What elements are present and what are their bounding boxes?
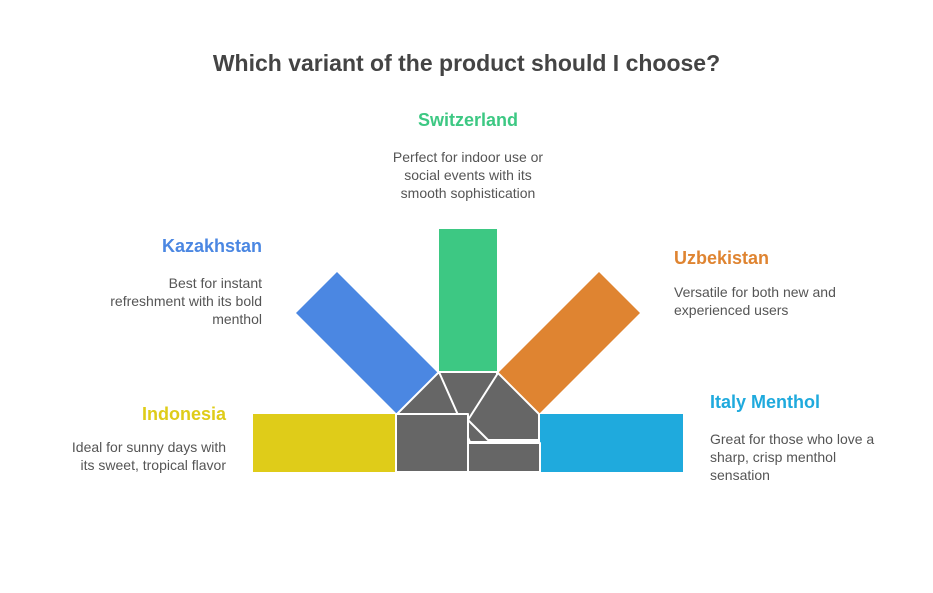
- switzerland-description: Perfect for indoor use or social events …: [392, 149, 544, 201]
- italy-menthol-label: Italy Menthol: [710, 392, 821, 412]
- indonesia-label: Indonesia: [141, 404, 226, 424]
- hub: [395, 371, 541, 473]
- indonesia-bar: [253, 414, 396, 472]
- uzbekistan-bar: [498, 272, 640, 414]
- kazakhstan-label: Kazakhstan: [161, 236, 262, 256]
- uzbekistan-description: Versatile for both new and experienced u…: [674, 284, 836, 318]
- page-title: Which variant of the product should I ch…: [212, 50, 721, 76]
- hub-segment-italy: [467, 442, 541, 473]
- switzerland-label: Switzerland: [417, 110, 519, 130]
- kazakhstan-description: Best for instant refreshment with its bo…: [110, 275, 262, 327]
- italy-menthol-description: Great for those who love a sharp, crisp …: [710, 431, 875, 483]
- hub-segment-uzbekistan: [467, 372, 540, 441]
- kazakhstan-bar: [296, 272, 438, 414]
- uzbekistan-label: Uzbekistan: [674, 248, 770, 268]
- switzerland-bar: [439, 229, 497, 372]
- indonesia-description: Ideal for sunny days with its sweet, tro…: [71, 439, 226, 473]
- hub-segment-indonesia: [395, 413, 469, 473]
- italy-bar: [540, 414, 683, 472]
